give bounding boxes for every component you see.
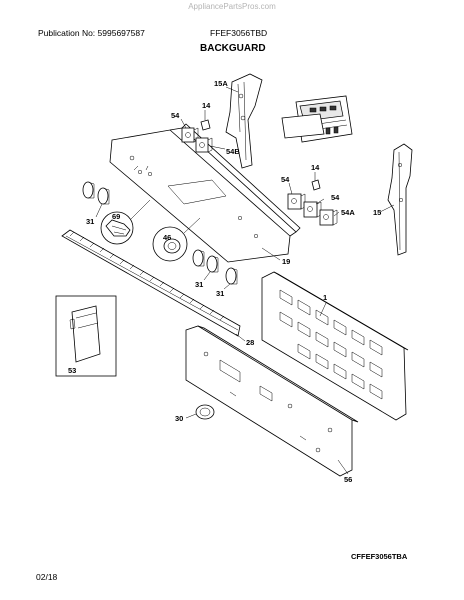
part-54b-switch-left bbox=[195, 137, 213, 153]
part-56-back-panel bbox=[185, 325, 359, 477]
part-15a-side-bracket bbox=[225, 73, 263, 169]
part-54-switch-right-1 bbox=[287, 193, 306, 210]
callout-31-upper: 31 bbox=[86, 217, 94, 226]
callout-28: 28 bbox=[246, 338, 254, 347]
callout-54a: 54A bbox=[341, 208, 355, 217]
callout-31-lower-1: 31 bbox=[195, 280, 203, 289]
callout-14-right: 14 bbox=[311, 163, 320, 172]
part-19-backguard-panel bbox=[109, 123, 301, 263]
callout-19: 19 bbox=[282, 257, 290, 266]
part-54-switch-right-2 bbox=[303, 201, 322, 218]
part-1-rear-cover bbox=[261, 271, 409, 421]
callout-15: 15 bbox=[373, 208, 381, 217]
callout-15a: 15A bbox=[214, 79, 228, 88]
callout-53: 53 bbox=[68, 366, 76, 375]
part-31-knob-lower-3 bbox=[225, 267, 238, 285]
callout-54-left: 54 bbox=[171, 111, 180, 120]
part-14-connector-left bbox=[200, 110, 211, 131]
callout-31-lower-2: 31 bbox=[216, 289, 224, 298]
callout-54-right-1: 54 bbox=[281, 175, 290, 184]
part-46-knob-detail bbox=[152, 217, 201, 262]
section-title: BACKGUARD bbox=[200, 43, 266, 54]
part-31-knob-upper-1 bbox=[82, 181, 95, 199]
drawing-reference: CFFEF3056TBA bbox=[351, 552, 408, 561]
callout-30: 30 bbox=[175, 414, 183, 423]
callout-46: 46 bbox=[163, 233, 171, 242]
part-28-trim-strip bbox=[61, 229, 241, 337]
publication-number: Publication No: 5995697587 bbox=[38, 28, 145, 38]
part-31-knob-upper-2 bbox=[97, 187, 110, 205]
part-30-grommet bbox=[195, 404, 215, 420]
part-69-knob-detail bbox=[100, 199, 151, 245]
part-53-inset-detail bbox=[55, 295, 117, 377]
revision-date: 02/18 bbox=[36, 572, 58, 582]
callout-69: 69 bbox=[112, 212, 120, 221]
callout-54b: 54B bbox=[226, 147, 240, 156]
part-54-switch-left bbox=[181, 127, 199, 143]
part-54a-switch-right bbox=[319, 209, 338, 226]
part-15-side-bracket bbox=[387, 143, 413, 256]
part-31-knob-lower-1 bbox=[192, 249, 205, 267]
callout-14-left: 14 bbox=[202, 101, 211, 110]
callout-54-right-2: 54 bbox=[331, 193, 340, 202]
part-display-overlay bbox=[281, 113, 325, 139]
callout-56: 56 bbox=[344, 475, 352, 484]
part-31-knob-lower-2 bbox=[206, 255, 219, 273]
callout-1: 1 bbox=[323, 293, 327, 302]
watermark: AppliancePartsPros.com bbox=[188, 2, 276, 11]
part-14-connector-right bbox=[311, 172, 321, 191]
model-number: FFEF3056TBD bbox=[210, 28, 268, 38]
callout-leader-lines bbox=[95, 86, 395, 475]
